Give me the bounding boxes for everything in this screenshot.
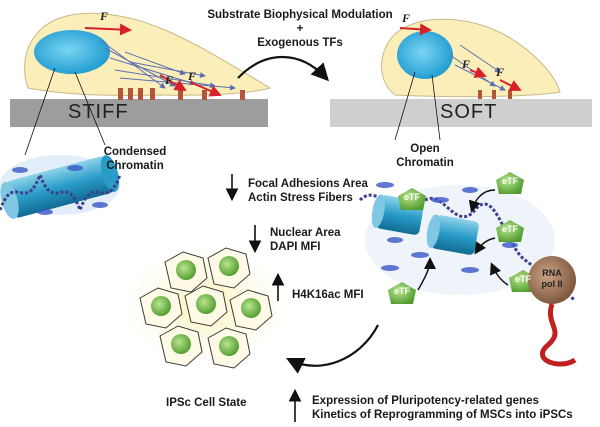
dapi-mfi-label: DAPI MFI xyxy=(270,241,321,253)
etf-label-2: eTF xyxy=(501,176,518,186)
etf-shape-3 xyxy=(496,220,524,242)
stiff-callout-line-1 xyxy=(24,67,56,156)
condensed-chromatin-label-2: Chromatin xyxy=(106,160,164,172)
soft-callout-line-1 xyxy=(394,71,416,141)
histone-blobs xyxy=(376,182,518,273)
etf-label-3: eTF xyxy=(501,224,518,234)
rna-pol-ii-shape xyxy=(528,256,576,304)
top-title-plus: + xyxy=(296,23,304,35)
stiff-callout-line-2 xyxy=(74,71,106,146)
soft-substrate xyxy=(330,99,592,127)
stiff-focal-adhesions xyxy=(118,88,245,100)
reprogramming-kinetics-label: Kinetics of Reprogramming of MSCs into i… xyxy=(312,409,573,421)
ipsc-cluster xyxy=(110,235,300,375)
rna-pol-label-1: RNA xyxy=(542,268,562,278)
etf-shape-4 xyxy=(388,282,416,304)
condensed-chromatin-label-1: Condensed xyxy=(103,146,167,158)
etf-label-4: eTF xyxy=(393,286,410,296)
condensed-chromatin-illustration xyxy=(0,155,122,219)
open-chromatin-label-1: Open xyxy=(410,143,440,155)
svg-text:F: F xyxy=(187,69,196,83)
etf-shape-2 xyxy=(496,172,524,194)
svg-text:F: F xyxy=(164,73,173,87)
top-title-line-1: Substrate Biophysical Modulation xyxy=(207,9,393,21)
top-transition-arrow xyxy=(237,56,329,82)
soft-force-arrow-3 xyxy=(499,79,522,91)
stiff-force-arrow-2 xyxy=(159,74,187,92)
rna-pol-label-2: pol II xyxy=(541,279,563,289)
actin-stress-fibers-label: Actin Stress Fibers xyxy=(248,192,353,204)
nucleosome-2 xyxy=(426,214,479,255)
open-chromatin-label-2: Chromatin xyxy=(396,157,454,169)
ipsc-state-label: IPSc Cell State xyxy=(166,397,247,409)
pluripotency-expression-label: Expression of Pluripotency-related genes xyxy=(312,395,539,407)
force-symbols: F F F F F F xyxy=(99,9,504,87)
h4k16ac-label: H4K16ac MFI xyxy=(292,289,364,301)
stiff-substrate xyxy=(10,99,268,127)
stiff-force-arrow-1 xyxy=(84,23,132,36)
etf-label-1: eTF xyxy=(403,192,420,202)
stiff-stress-fibers xyxy=(99,39,236,91)
stiff-cell-group xyxy=(10,12,272,156)
soft-callout-line-2 xyxy=(431,74,441,141)
stiff-force-arrow-3 xyxy=(189,81,222,97)
svg-text:F: F xyxy=(461,57,470,71)
bottom-transition-arrow xyxy=(286,324,379,374)
top-title-line-2: Exogenous TFs xyxy=(257,37,343,49)
soft-focal-adhesions xyxy=(478,90,512,99)
svg-text:F: F xyxy=(401,11,410,25)
soft-nucleus xyxy=(397,31,453,79)
nuclear-area-label: Nuclear Area xyxy=(270,227,341,239)
etf-label-5: eTF xyxy=(514,274,531,284)
soft-force-arrow-1 xyxy=(399,23,432,36)
soft-cell-group xyxy=(330,18,592,141)
svg-text:F: F xyxy=(99,9,108,23)
soft-force-arrow-2 xyxy=(469,66,487,78)
soft-label: SOFT xyxy=(440,101,498,123)
focal-adhesions-label: Focal Adhesions Area xyxy=(248,178,368,190)
rna-ribbon xyxy=(540,303,577,367)
svg-text:F: F xyxy=(495,65,504,79)
etf-shape-1 xyxy=(398,188,426,210)
stiff-nucleus xyxy=(34,30,110,74)
stiff-label: STIFF xyxy=(68,101,129,123)
open-chromatin-illustration xyxy=(358,172,577,367)
